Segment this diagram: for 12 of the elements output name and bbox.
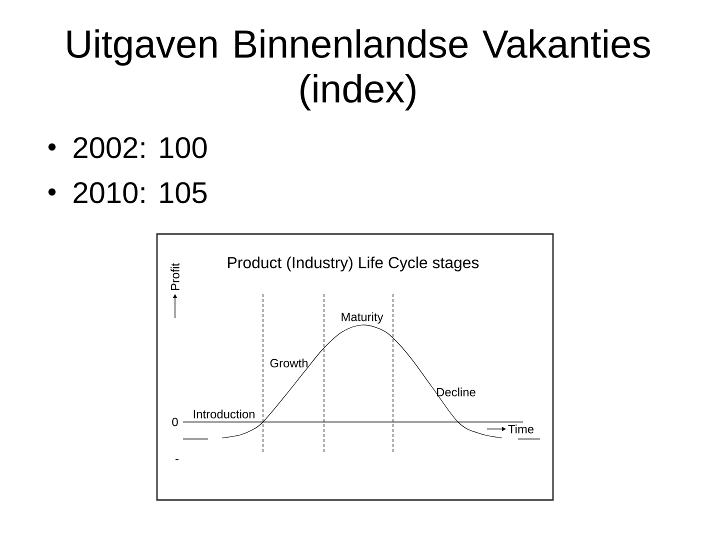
- stage-label: Introduction: [194, 410, 254, 418]
- axis-label: 0: [172, 418, 178, 426]
- chart-title: Product (Industry) Life Cycle stages: [228, 256, 479, 272]
- axis-label: -: [176, 459, 178, 460]
- axis-label: Time: [508, 424, 534, 434]
- stage-label: Decline: [437, 388, 476, 396]
- bullet-text: 2002: 100: [74, 137, 207, 158]
- stage-label: Maturity: [342, 312, 384, 324]
- axis-label: Profit: [170, 263, 180, 290]
- stage-label: Growth: [270, 358, 308, 368]
- slide-title: Uitgaven Binnenlandse Vakanties (index): [68, 29, 650, 110]
- bullet-text: 2010: 105: [74, 182, 207, 204]
